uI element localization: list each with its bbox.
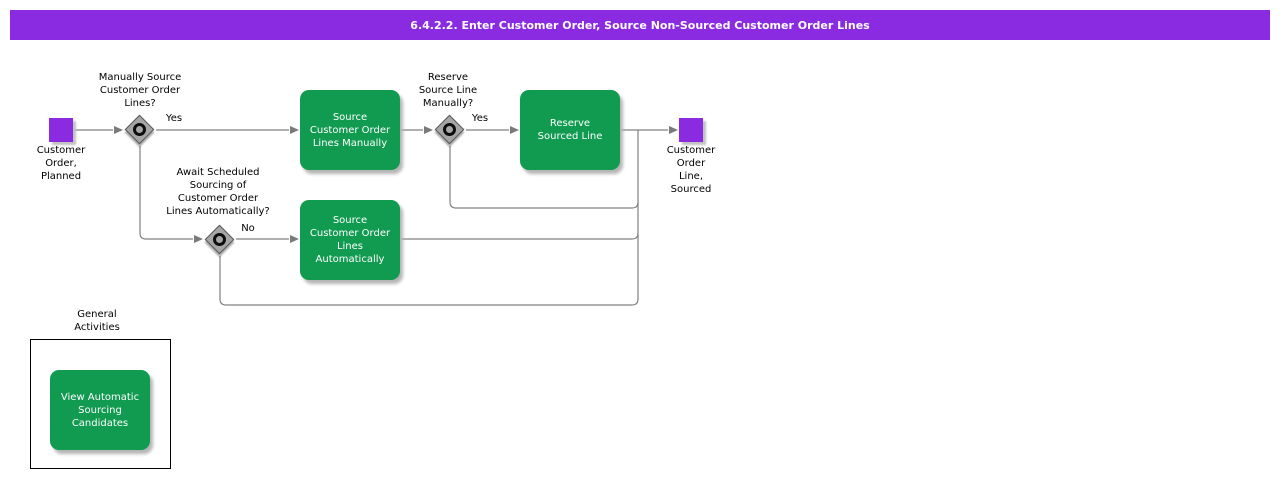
gateway-ring-icon [440,120,459,139]
gateway1-question-label: Manually Source Customer Order Lines? [98,72,182,109]
diagram-title: 6.4.2.2. Enter Customer Order, Source No… [410,18,870,32]
arrowhead [510,126,519,134]
gateway-manually-source[interactable] [124,114,155,145]
end-event-label: Customer Order Line, Sourced [666,145,716,195]
task-source-customer-order-lines-manually[interactable]: Source Customer Order Lines Manually [300,90,400,170]
gateway-reserve-source-line[interactable] [434,114,465,145]
task-source-customer-order-lines-automatically[interactable]: Source Customer Order Lines Automaticall… [300,200,400,280]
arrowhead [114,126,123,134]
diagram-title-bar: 6.4.2.2. Enter Customer Order, Source No… [10,10,1270,40]
task-label: View Automatic Sourcing Candidates [60,391,140,429]
gateway3-question-label: Await Scheduled Sourcing of Customer Ord… [166,167,270,217]
start-event-label: Customer Order, Planned [36,145,86,182]
task-reserve-sourced-line[interactable]: Reserve Sourced Line [520,90,620,170]
start-event-customer-order-planned[interactable] [49,118,73,142]
gateway-await-scheduled-sourcing[interactable] [204,224,235,255]
gateway-ring-icon [130,120,149,139]
edge-gateway3-wait [219,256,639,306]
gateway2-yes-label: Yes [471,113,489,124]
gateway-ring-icon [210,230,229,249]
arrowhead [290,126,299,134]
arrowhead [290,235,299,243]
arrowhead [669,126,678,134]
task-label: Source Customer Order Lines Manually [309,111,391,149]
task-label: Reserve Sourced Line [537,118,603,142]
task-label: Source Customer Order Lines Automaticall… [309,215,391,265]
gateway1-yes-label: Yes [165,113,183,124]
arrowhead [194,235,203,243]
edge-task3-to-merge [400,232,639,240]
end-event-customer-order-line-sourced[interactable] [679,118,703,142]
gateway3-no-label: No [241,223,255,234]
arrowhead [424,126,433,134]
task-view-automatic-sourcing-candidates[interactable]: View Automatic Sourcing Candidates [50,370,150,450]
gateway2-question-label: Reserve Source Line Manually? [418,72,478,109]
general-activities-title: General Activities [74,309,120,333]
